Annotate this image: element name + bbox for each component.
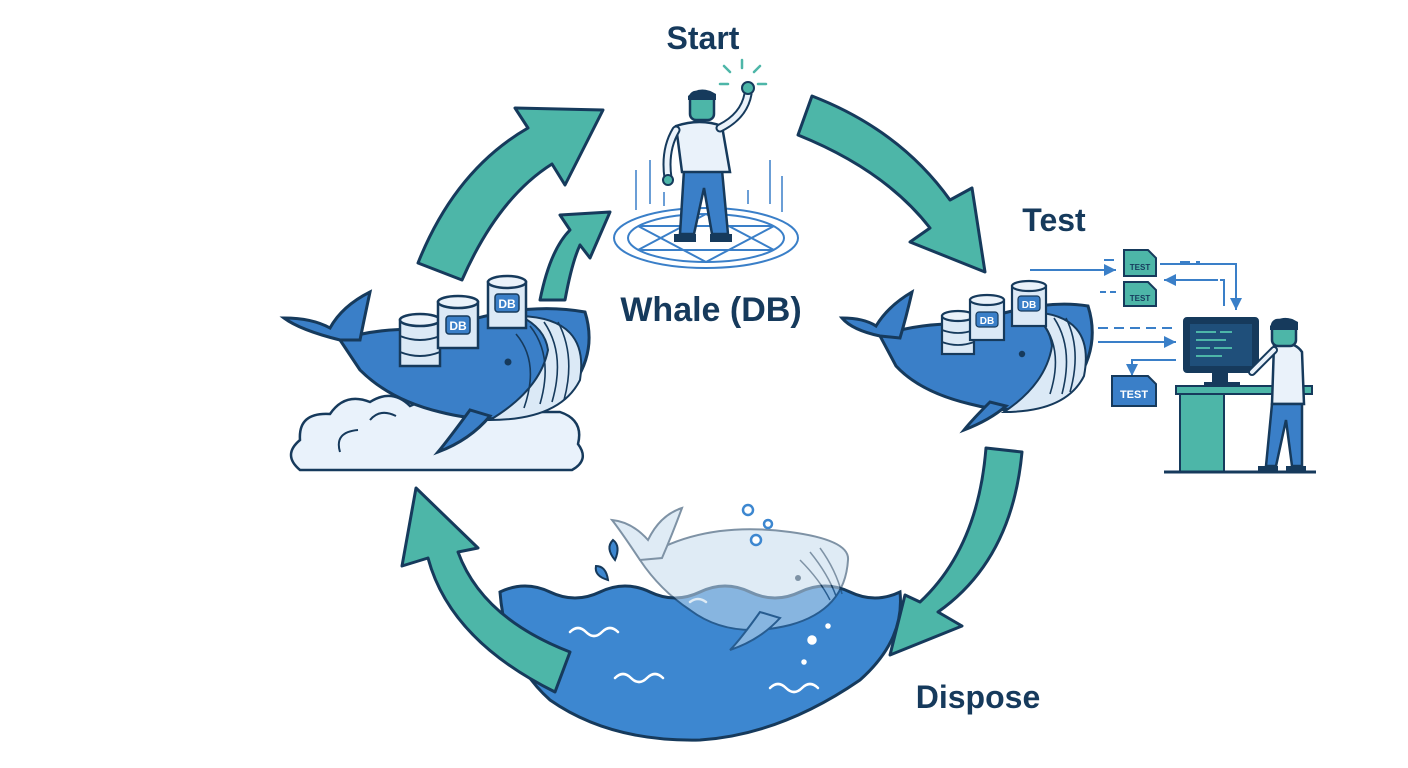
db-tag: DB bbox=[1022, 300, 1036, 311]
database-icon: DB bbox=[436, 294, 480, 350]
db-tag: DB bbox=[449, 319, 467, 333]
test-whale-group: DB DB TEST bbox=[838, 249, 1316, 474]
test-file-icon: TEST bbox=[1123, 249, 1157, 277]
label-test: Test bbox=[1022, 202, 1086, 238]
whale-icon bbox=[838, 288, 1094, 434]
database-icon bbox=[940, 309, 976, 356]
database-stack: DB DB bbox=[940, 279, 1048, 356]
test-tag: TEST bbox=[1120, 389, 1148, 401]
cycle-arrow-icon bbox=[796, 94, 987, 274]
database-icon: DB bbox=[1010, 279, 1048, 328]
dispose-sea bbox=[498, 503, 902, 742]
sparkle-icon bbox=[718, 58, 768, 86]
cycle-arrows bbox=[400, 94, 1024, 694]
label-dispose: Dispose bbox=[916, 679, 1040, 715]
bubble-icons bbox=[741, 503, 834, 668]
test-file-icon: TEST bbox=[1123, 281, 1157, 307]
label-start: Start bbox=[667, 20, 740, 56]
test-tag: TEST bbox=[1130, 263, 1151, 272]
magic-circle-icon bbox=[613, 160, 799, 269]
database-icon: DB bbox=[968, 293, 1006, 342]
database-icon: DB bbox=[486, 274, 528, 330]
database-icon bbox=[398, 312, 442, 368]
start-person-icon bbox=[613, 58, 799, 269]
test-file-icon: TEST bbox=[1111, 375, 1157, 407]
label-whale-db: Whale (DB) bbox=[620, 291, 801, 329]
tester-person-icon bbox=[1248, 317, 1306, 472]
database-stack: DB DB bbox=[398, 274, 528, 368]
splash-icon bbox=[594, 538, 619, 582]
cycle-arrow-icon bbox=[888, 446, 1024, 657]
db-tag: DB bbox=[980, 316, 994, 327]
db-tag: DB bbox=[498, 297, 516, 311]
computer-icon bbox=[1183, 317, 1259, 386]
sinking-whale-icon bbox=[609, 506, 850, 651]
test-tag: TEST bbox=[1130, 294, 1151, 303]
cycle-arrow-icon bbox=[416, 106, 605, 282]
cycle-arrow-icon bbox=[538, 210, 612, 302]
whale-on-cloud-group: DB DB bbox=[279, 274, 591, 472]
test-flow-lines bbox=[1030, 259, 1242, 376]
cycle-arrow-icon bbox=[400, 486, 572, 694]
